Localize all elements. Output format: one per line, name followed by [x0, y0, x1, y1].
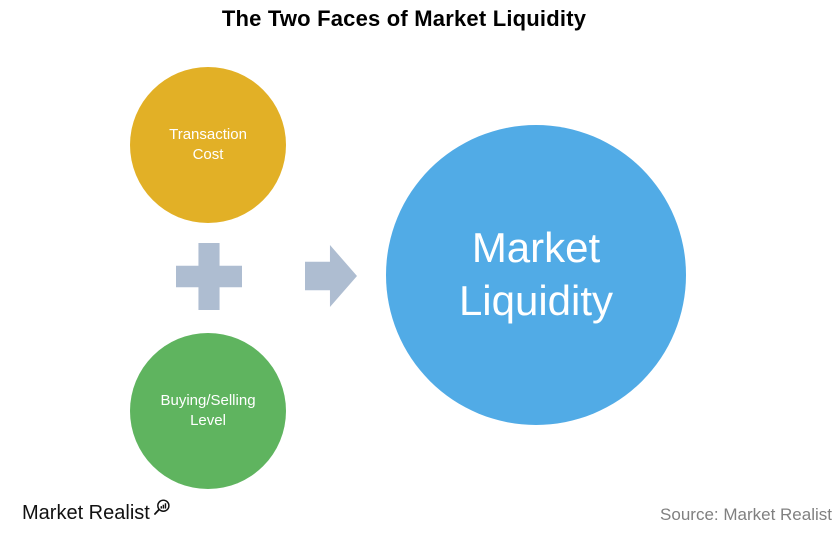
buying-selling-level-circle: Buying/Selling Level	[130, 333, 286, 489]
market-liquidity-label: Market Liquidity	[458, 224, 614, 324]
brand-logo-text: Market Realist	[22, 502, 150, 524]
transaction-cost-label: Transaction Cost	[169, 125, 247, 163]
transaction-cost-circle: Transaction Cost	[130, 67, 286, 223]
source-credit: Source: Market Realist	[660, 505, 832, 524]
arrow-right-icon	[305, 245, 357, 307]
brand-logo: Market Realist	[22, 499, 172, 524]
market-liquidity-circle: Market Liquidity	[386, 125, 686, 425]
plus-icon	[176, 243, 242, 310]
magnifier-bar-chart-icon	[152, 498, 172, 523]
buying-selling-level-label: Buying/Selling Level	[160, 391, 256, 429]
page-title: The Two Faces of Market Liquidity	[221, 6, 587, 31]
